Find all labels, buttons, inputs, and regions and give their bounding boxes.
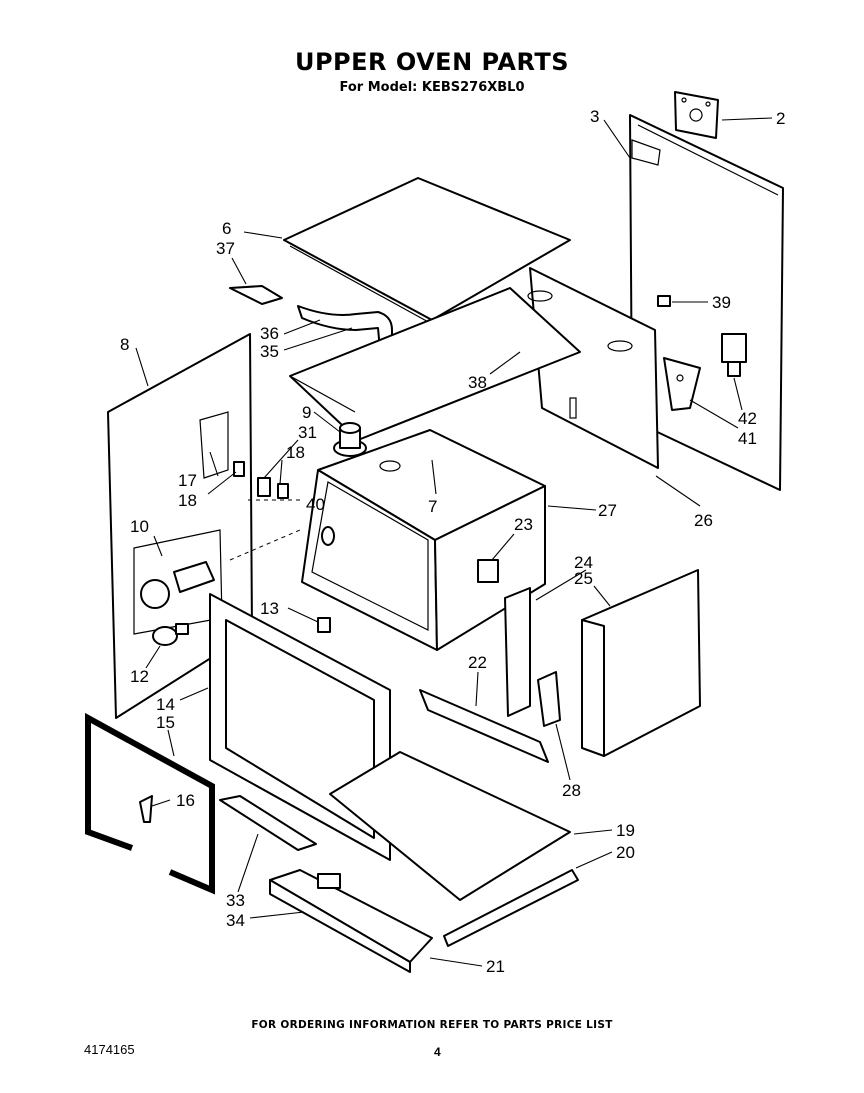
part-24-bracket [504,587,531,717]
callout-34: 34 [226,911,245,930]
callout-3: 3 [590,107,599,126]
callout-37: 37 [216,239,235,258]
callout-35: 35 [260,342,279,361]
part-42-switch [721,333,747,377]
callout-15: 15 [156,713,175,732]
part-38-top-plate [289,287,581,441]
callout-26: 26 [694,511,713,530]
part-16-clip [139,795,153,823]
callout-41: 41 [738,429,757,448]
callout-33: 33 [226,891,245,910]
callout-28: 28 [562,781,581,800]
callout-7: 7 [428,497,437,516]
callout-8: 8 [120,335,129,354]
callout-25: 25 [574,569,593,588]
part-41-bracket [663,357,701,411]
document-number: 4174165 [84,1042,135,1057]
model-subtitle: For Model: KEBS276XBL0 [339,80,525,95]
callout-21: 21 [486,957,505,976]
page-number: 4 [434,1045,441,1059]
part-19-bottom-plate [329,751,571,901]
callout-38: 38 [468,373,487,392]
callout-40: 40 [306,495,325,514]
part-15-gasket [85,712,215,895]
part-2-bracket [674,91,719,139]
part-37-bracket [229,285,283,305]
part-39-clip [657,295,671,307]
part-23-plate [477,559,499,583]
part-34-vent-assembly [269,869,433,973]
callout-18: 18 [286,443,305,462]
callout-27: 27 [598,501,617,520]
callout-18-left: 18 [178,491,197,510]
part-20-rail [443,869,579,947]
part-28-hinge [537,671,561,727]
part-18-insulator [233,461,289,499]
callout-42: 42 [738,409,757,428]
page-title: UPPER OVEN PARTS [294,48,570,76]
callout-22: 22 [468,653,487,672]
callout-labels: 2 3 6 37 39 36 35 8 38 42 41 9 31 18 17 … [120,107,785,976]
callout-13: 13 [260,599,279,618]
callout-14: 14 [156,695,175,714]
callout-6: 6 [222,219,231,238]
part-13-bracket [317,617,331,633]
callout-31: 31 [298,423,317,442]
callout-19: 19 [616,821,635,840]
part-33-vent [219,795,317,851]
callout-9: 9 [302,403,311,422]
part-22-rail [419,689,549,763]
ordering-note: FOR ORDERING INFORMATION REFER TO PARTS … [251,1019,613,1031]
part-12-bulb [152,623,189,646]
part-40-light [321,526,335,546]
part-9-cap [333,422,367,457]
callout-23: 23 [514,515,533,534]
callout-24: 24 [574,553,593,572]
callout-10: 10 [130,517,149,536]
callout-2: 2 [776,109,785,128]
callout-17: 17 [178,471,197,490]
callout-20: 20 [616,843,635,862]
part-31-clip [257,477,271,497]
callout-12: 12 [130,667,149,686]
callout-39: 39 [712,293,731,312]
part-6-top-cover [283,177,571,325]
callout-36: 36 [260,324,279,343]
callout-16: 16 [176,791,195,810]
part-25-door-panel [581,569,701,757]
part-10-light-assembly [133,529,223,635]
leader-lines [135,117,773,967]
